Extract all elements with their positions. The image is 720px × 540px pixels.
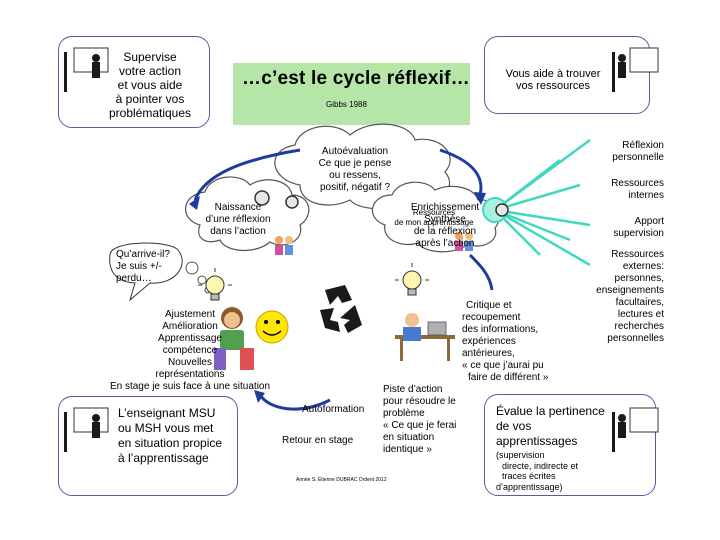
thought-cloud-left bbox=[185, 176, 310, 251]
text-question: Qu’arrive-il?Je suis +/-perdu… bbox=[116, 249, 170, 284]
text-bottom-right-sub: (supervision directe, indirecte et trace… bbox=[496, 450, 579, 492]
cycle-arrows bbox=[193, 148, 494, 411]
lightbulb-icon bbox=[205, 270, 422, 301]
student-desk-icon bbox=[395, 313, 455, 361]
diagram-title: …c’est le cycle réflexif… bbox=[242, 68, 470, 89]
teacher-at-board-icon bbox=[64, 47, 659, 452]
speech-balloon bbox=[109, 242, 183, 302]
title-box bbox=[233, 63, 470, 125]
callout-bottom-right bbox=[484, 394, 656, 496]
arrow-heads bbox=[189, 192, 486, 403]
girl-student-icon bbox=[214, 307, 254, 370]
gear-icon bbox=[254, 190, 509, 217]
lightbulb-rays bbox=[198, 263, 429, 286]
recycle-icon bbox=[320, 285, 362, 333]
text-autoformation: Autoformation bbox=[302, 404, 365, 415]
source-citation: Gibbs 1988 bbox=[326, 100, 367, 109]
text-credit: Année S. Étienne DUBRAC Ordent 2012 bbox=[296, 477, 387, 483]
smiley-icon bbox=[255, 310, 289, 344]
children-icon bbox=[275, 232, 473, 255]
text-retour: Retour en stage bbox=[282, 435, 354, 446]
